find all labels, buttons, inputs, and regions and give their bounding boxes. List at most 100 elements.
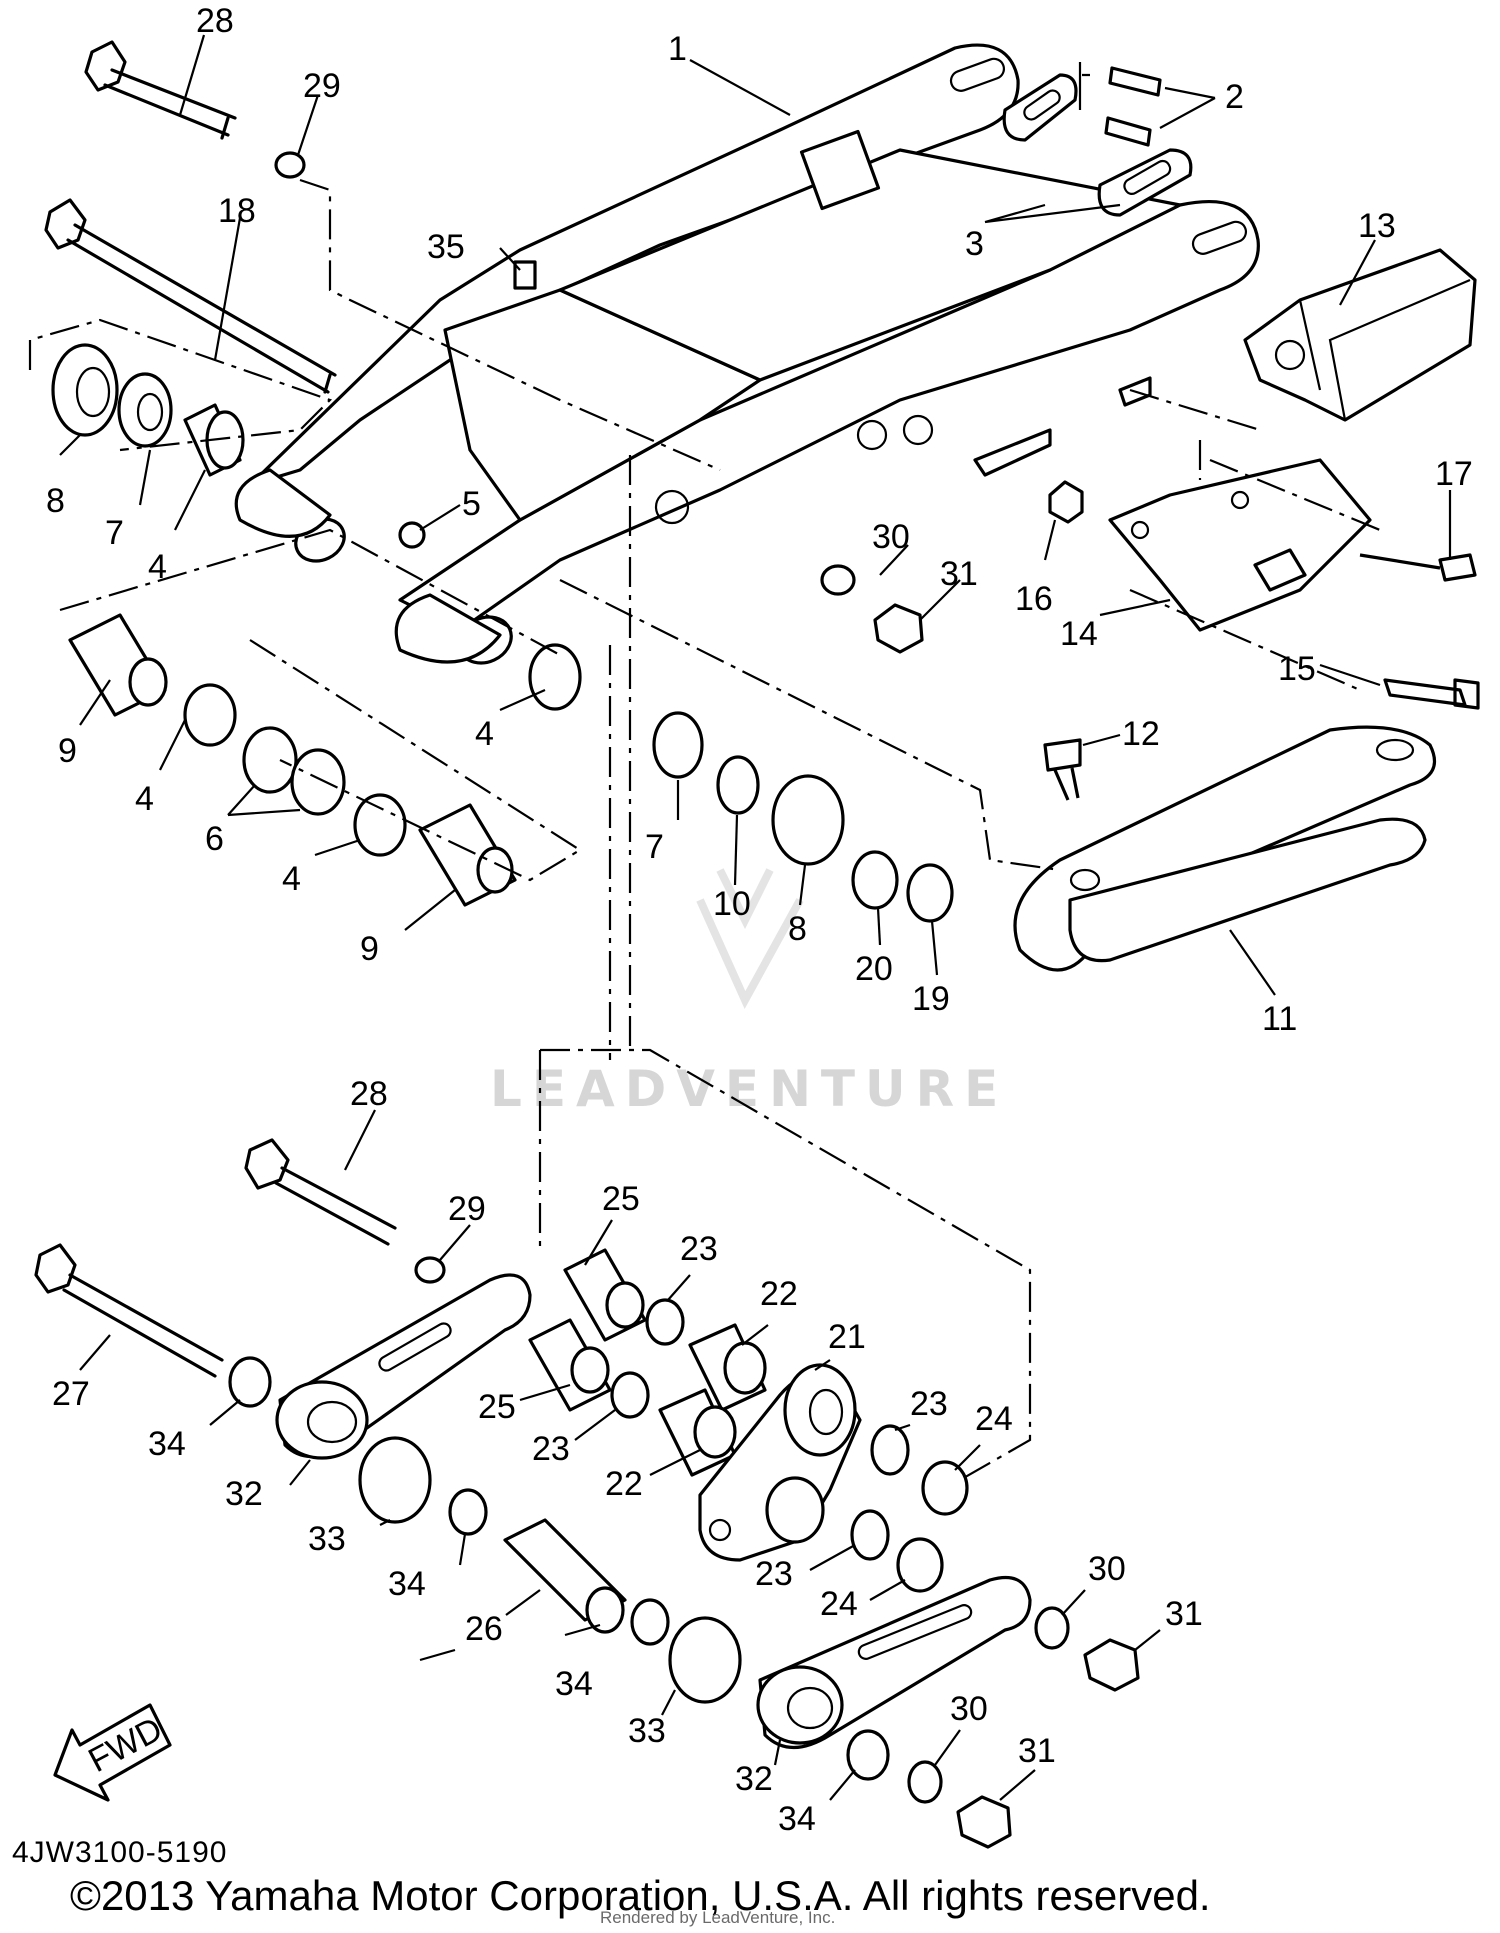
callout-30c: 30 [950,1690,988,1728]
copyright-notice: ©2013 Yamaha Motor Corporation, U.S.A. A… [70,1872,1211,1919]
callout-10: 10 [713,885,751,923]
callout-32a: 32 [225,1475,263,1513]
nut-31c [956,1795,1012,1849]
callout-32b: 32 [735,1760,773,1798]
guide-plate-14 [1108,458,1372,632]
washer-30c [907,1760,943,1804]
callout-31c: 31 [1018,1732,1056,1770]
callout-34c: 34 [555,1665,593,1703]
clip-35 [513,260,537,290]
callout-34b: 34 [388,1565,426,1603]
leader-lines [59,34,1452,1801]
callout-23d: 23 [755,1555,793,1593]
bearing-33b [668,1616,742,1704]
connecting-rod-32a [275,1273,532,1460]
callout-17: 17 [1435,455,1473,493]
callout-9a: 9 [58,732,77,770]
callout-31a: 31 [940,555,978,593]
washer-20 [851,850,899,910]
seal-8-left [51,343,119,437]
callout-25a: 25 [602,1180,640,1218]
callout-11: 11 [1262,1000,1297,1038]
seal-23c [870,1424,910,1476]
callout-9b: 9 [360,930,379,968]
fwd-arrow-icon: FWD [53,1703,172,1802]
callout-28b: 28 [350,1075,388,1113]
callout-25b: 25 [478,1388,516,1426]
plug-5 [398,521,426,549]
washer-10 [716,755,760,815]
bolt-27 [34,1243,224,1378]
callout-26: 26 [465,1610,503,1648]
callout-34a: 34 [148,1425,186,1463]
seal-8b [771,774,845,866]
washer-30-upper [820,564,856,596]
callout-30b: 30 [1088,1550,1126,1588]
bolt-17 [1359,553,1477,582]
washer-30b [1034,1606,1070,1650]
callout-34d: 34 [778,1800,816,1838]
connecting-rod-32b [756,1575,1032,1749]
callout-5: 5 [462,485,481,523]
bolt-28-lower [244,1138,397,1246]
callout-6: 6 [205,820,224,858]
callout-7a: 7 [105,514,124,552]
callout-22a: 22 [760,1275,798,1313]
pivot-shaft-18 [44,198,337,394]
callout-13: 13 [1358,207,1396,245]
seal-23a [645,1298,685,1346]
callout-29a: 29 [303,67,341,105]
leadventure-watermark: LEADVENTURE [490,868,1008,1118]
relay-arm-11 [1013,725,1436,972]
bolt-12 [1043,738,1082,801]
callout-8b: 8 [788,910,807,948]
adjust-plate-3b [1097,148,1193,217]
nut-16 [1048,480,1084,524]
rear-arm [234,43,1260,665]
bearing-33a [358,1436,432,1524]
callout-4c: 4 [282,860,301,898]
diagram-part-code: 4JW3100-5190 [12,1836,228,1869]
callout-8a: 8 [46,482,65,520]
rendered-by-notice: Rendered by LeadVenture, Inc. [600,1908,836,1927]
collar-19 [906,863,954,923]
adjust-plate-3a [1002,73,1078,142]
callout-18: 18 [218,192,256,230]
callout-1: 1 [668,30,687,68]
bolt-2a [1108,66,1162,97]
callout-27: 27 [52,1375,90,1413]
watermark-text: LEADVENTURE [490,1060,1008,1118]
callout-20: 20 [855,950,893,988]
washer-34c [630,1598,670,1646]
bolt-15 [1383,678,1480,710]
bearing-6b [290,748,346,816]
callout-28a: 28 [196,2,234,40]
callout-23b: 23 [532,1430,570,1468]
callout-4b: 4 [135,780,154,818]
nut-31-upper [873,603,924,654]
relay-21 [698,1363,862,1562]
bearing-4d [528,643,582,711]
nut-31b [1083,1638,1140,1692]
washer-29-lower [414,1256,446,1284]
bearing-4b [183,683,237,747]
collar-24b [896,1537,944,1593]
callout-30a: 30 [872,518,910,556]
callout-24a: 24 [975,1400,1013,1438]
callout-23a: 23 [680,1230,718,1268]
callout-24b: 24 [820,1585,858,1623]
callout-35: 35 [427,228,465,266]
callout-3: 3 [965,225,984,263]
chain-guide-13 [1243,248,1477,422]
callout-12: 12 [1122,715,1160,753]
bearing-6a [242,726,298,794]
bolt-2b [1104,116,1152,147]
callout-33a: 33 [308,1520,346,1558]
seal-23b [610,1371,650,1419]
bolt-28-upper [84,40,237,140]
callout-16: 16 [1015,580,1053,618]
callout-7b: 7 [645,828,664,866]
callout-14: 14 [1060,615,1098,653]
collar-24a [921,1460,969,1516]
